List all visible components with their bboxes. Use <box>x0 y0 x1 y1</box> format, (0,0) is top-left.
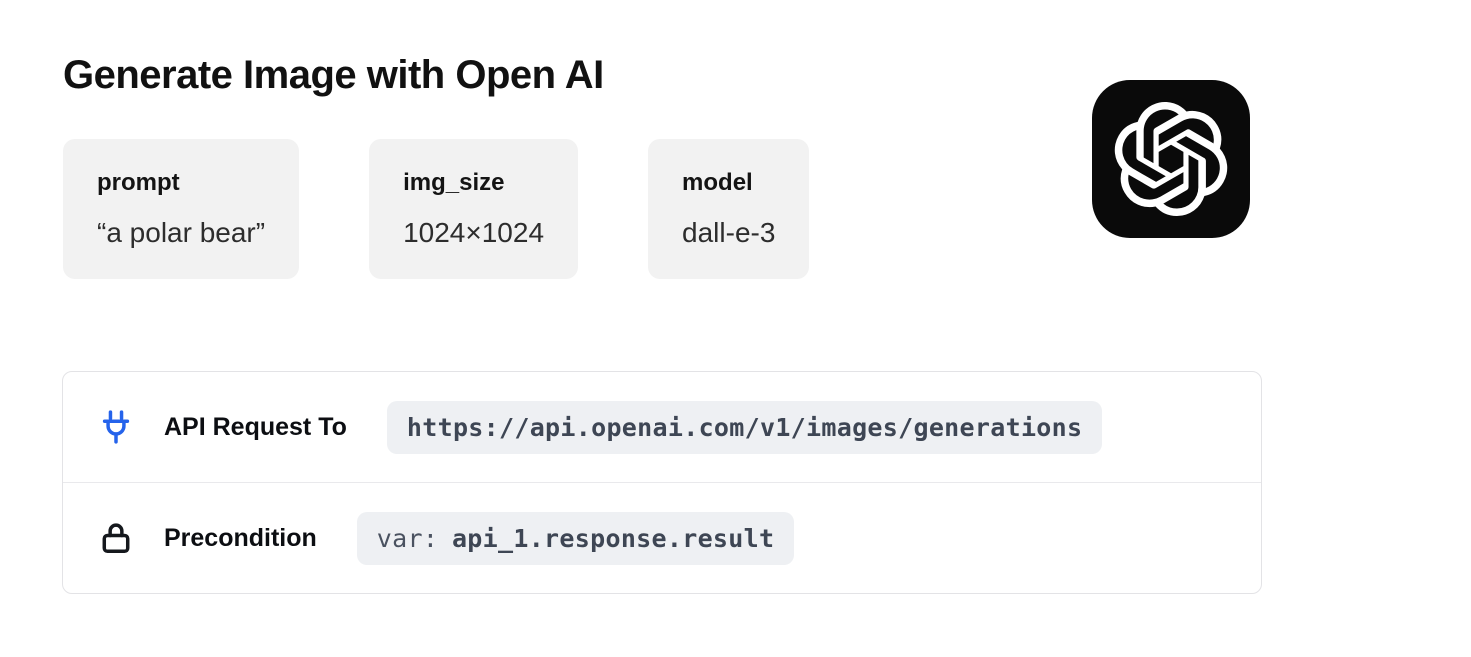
precondition-row[interactable]: Precondition var: api_1.response.result <box>63 482 1261 593</box>
param-label: img_size <box>403 169 505 196</box>
openai-logo-icon <box>1092 80 1250 238</box>
row-label: API Request To <box>164 412 347 441</box>
page-title: Generate Image with Open AI <box>63 53 604 97</box>
api-url-text: https://api.openai.com/v1/images/generat… <box>406 412 1083 442</box>
api-request-panel: API Request To https://api.openai.com/v1… <box>62 371 1262 594</box>
row-label: Precondition <box>164 523 317 552</box>
param-cards: prompt “a polar bear” img_size 1024×1024… <box>63 139 810 279</box>
param-value: dall-e-3 <box>682 217 776 248</box>
openai-knot-glyph <box>1114 102 1228 216</box>
precondition-variable: api_1.response.result <box>451 523 775 553</box>
precondition-chip[interactable]: var: api_1.response.result <box>356 511 795 565</box>
precondition-prefix: var: <box>376 523 439 553</box>
param-value: 1024×1024 <box>403 217 545 248</box>
param-value: “a polar bear” <box>97 217 266 248</box>
param-label: prompt <box>97 169 180 196</box>
api-url-chip[interactable]: https://api.openai.com/v1/images/generat… <box>386 400 1103 454</box>
param-card-prompt[interactable]: prompt “a polar bear” <box>63 139 300 279</box>
lock-icon <box>96 518 136 558</box>
param-label: model <box>682 169 753 196</box>
param-card-model[interactable]: model dall-e-3 <box>648 139 810 279</box>
plug-icon <box>96 407 136 447</box>
param-card-img-size[interactable]: img_size 1024×1024 <box>369 139 579 279</box>
api-request-row[interactable]: API Request To https://api.openai.com/v1… <box>63 372 1261 482</box>
